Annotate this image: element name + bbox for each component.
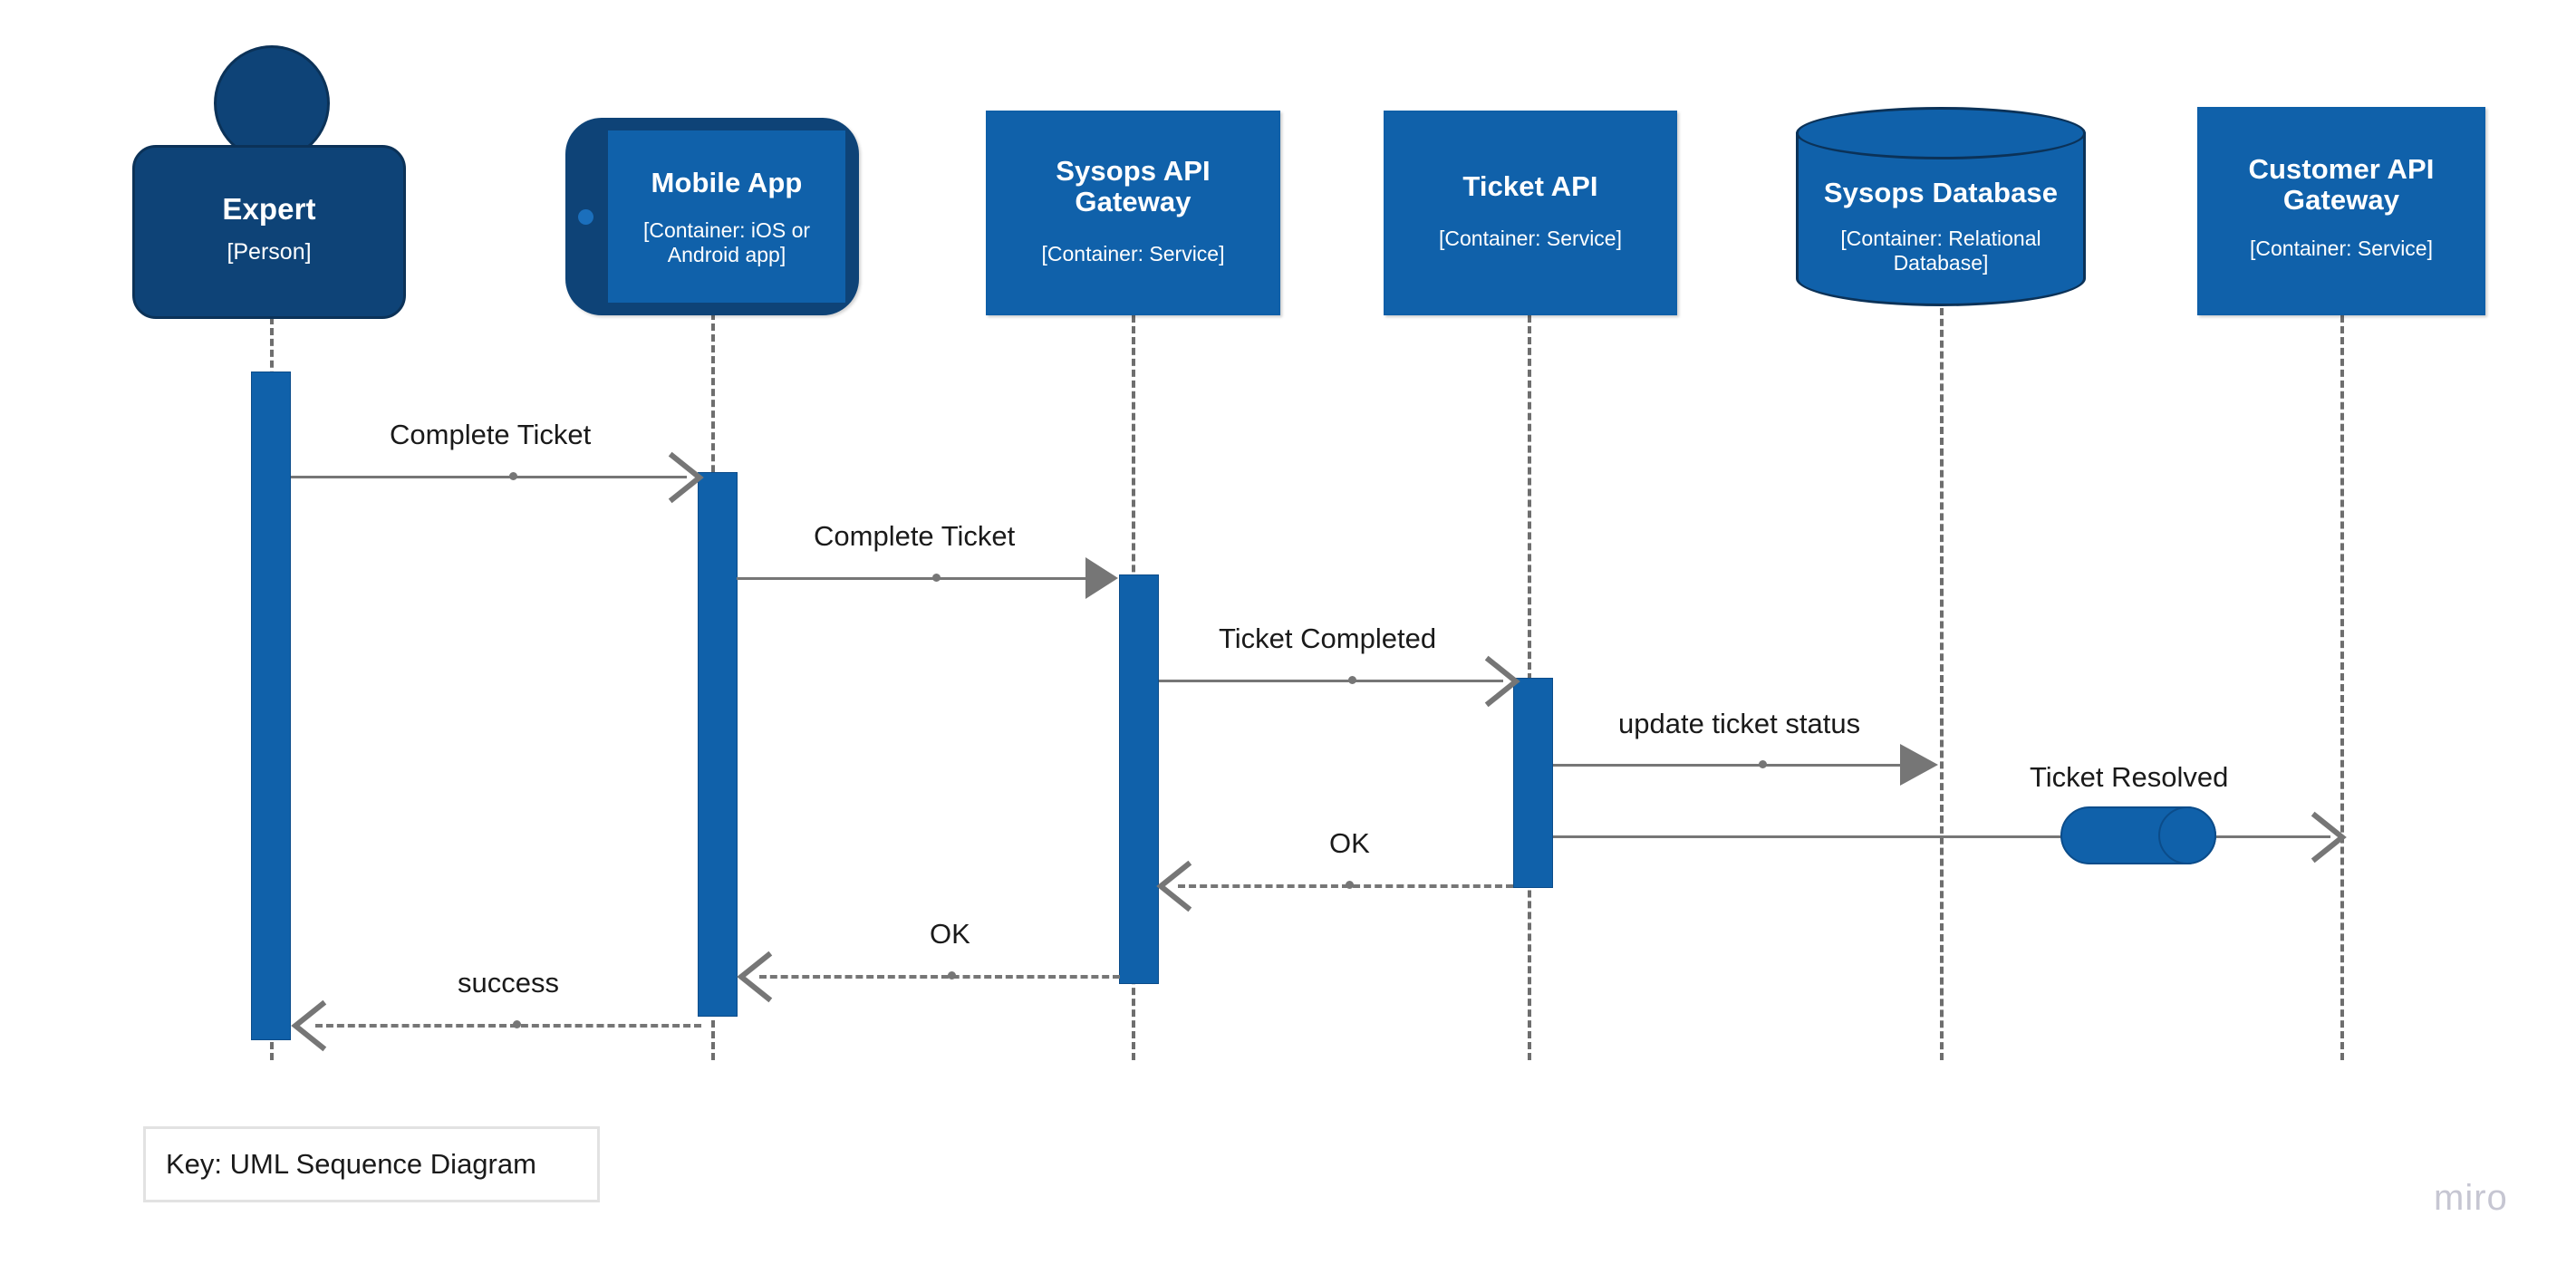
message-label: Ticket Resolved <box>2030 761 2229 793</box>
message-midpoint-dot <box>932 574 941 582</box>
mobile-device-button-icon <box>578 209 593 225</box>
message-midpoint-dot <box>509 472 517 480</box>
participant-title: Sysops API Gateway <box>1056 154 1211 218</box>
mobile-device-screen: Mobile App [Container: iOS or Android ap… <box>608 130 845 303</box>
participant-title: Expert <box>222 191 316 226</box>
message-line <box>759 975 1120 979</box>
message-midpoint-dot <box>513 1020 521 1028</box>
database-label-block: Sysops Database [Container: Relational D… <box>1796 161 2086 301</box>
participant-title: Sysops Database <box>1823 176 2059 208</box>
message-line <box>1553 764 1906 767</box>
message-label: update ticket status <box>1618 708 1861 739</box>
arrowhead-open-icon <box>668 451 704 504</box>
arrowhead-solid-icon <box>1900 744 1938 786</box>
participant-subtitle: [Container: iOS or Android app] <box>642 218 811 267</box>
participant-customer-api-gateway[interactable]: Customer API Gateway [Container: Service… <box>2197 107 2485 315</box>
arrowhead-open-left-icon <box>737 951 773 1003</box>
message-label: OK <box>1329 827 1370 859</box>
activation-bar-sysops-api-gateway <box>1119 574 1159 984</box>
arrowhead-solid-icon <box>1085 557 1118 599</box>
lifeline-customer-api-gateway <box>2340 315 2344 1060</box>
message-line <box>1553 835 2330 838</box>
key-legend-box[interactable]: Key: UML Sequence Diagram <box>143 1126 600 1202</box>
participant-sysops-api-gateway[interactable]: Sysops API Gateway [Container: Service] <box>986 111 1280 315</box>
miro-watermark: miro <box>2434 1178 2508 1218</box>
database-cylinder-top-icon <box>1796 107 2086 159</box>
participant-subtitle: [Container: Service] <box>2250 236 2433 261</box>
activation-bar-mobile-app <box>698 472 738 1017</box>
participant-subtitle: [Person] <box>227 238 312 265</box>
message-line <box>737 577 1109 580</box>
message-midpoint-dot <box>1346 881 1354 889</box>
arrowhead-open-icon <box>1484 655 1520 708</box>
arrowhead-open-left-icon <box>1156 860 1192 912</box>
activation-bar-ticket-api <box>1513 678 1553 888</box>
message-label: Ticket Completed <box>1219 623 1437 654</box>
participant-subtitle: [Container: Service] <box>1439 226 1622 250</box>
person-body-shape: Expert [Person] <box>132 145 406 319</box>
database-cylinder-body-icon <box>1796 132 2086 306</box>
participant-ticket-api[interactable]: Ticket API [Container: Service] <box>1384 111 1677 315</box>
key-legend-label: Key: UML Sequence Diagram <box>166 1148 536 1180</box>
person-head-icon <box>214 45 330 161</box>
participant-title: Ticket API <box>1462 170 1598 203</box>
message-label: Complete Ticket <box>814 520 1016 552</box>
marker-circle-shape <box>2158 806 2216 864</box>
message-midpoint-dot <box>1348 676 1356 684</box>
arrowhead-open-left-icon <box>291 999 327 1052</box>
participant-title: Customer API Gateway <box>2248 152 2435 217</box>
participant-title: Mobile App <box>651 166 803 198</box>
message-midpoint-dot <box>1759 760 1767 768</box>
arrowhead-open-icon <box>2311 811 2347 864</box>
message-label: success <box>458 967 559 999</box>
activation-bar-expert <box>251 372 291 1040</box>
message-label: Complete Ticket <box>390 419 592 450</box>
message-line <box>315 1024 701 1028</box>
message-midpoint-dot <box>948 971 956 980</box>
message-line <box>291 476 687 478</box>
participant-subtitle: [Container: Service] <box>1041 242 1225 266</box>
message-line <box>1159 680 1503 682</box>
message-label: OK <box>930 918 970 950</box>
participant-subtitle: [Container: Relational Database] <box>1840 227 2041 275</box>
lifeline-sysops-database <box>1940 308 1944 1060</box>
